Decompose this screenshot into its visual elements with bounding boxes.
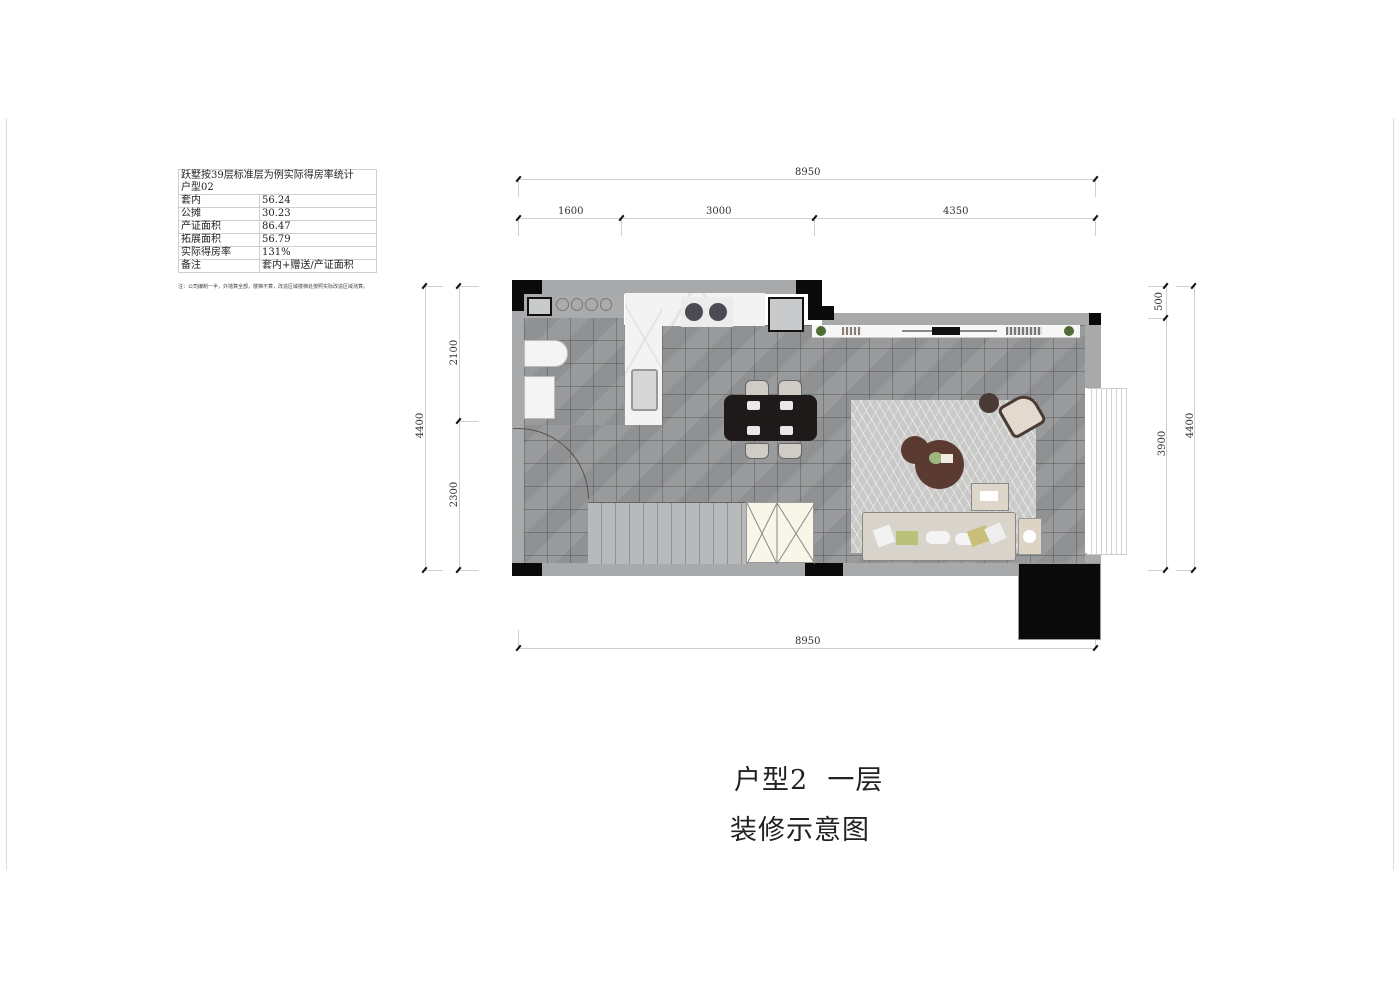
toilet-icon bbox=[524, 340, 568, 367]
wall-right-lower bbox=[1085, 553, 1101, 565]
cooktop-icon bbox=[681, 297, 733, 327]
coffee-table-large bbox=[915, 440, 964, 489]
dining-chair bbox=[745, 443, 769, 459]
wall-right bbox=[1085, 313, 1101, 388]
staircase bbox=[588, 502, 746, 564]
plant-icon bbox=[816, 326, 826, 336]
page-border-right bbox=[1393, 118, 1394, 870]
books-icon bbox=[1006, 327, 1042, 335]
wall-top-right bbox=[822, 313, 1101, 325]
cushion-icon bbox=[896, 531, 918, 545]
wall-top-left bbox=[512, 280, 822, 294]
shower-niche-icon bbox=[527, 297, 552, 316]
column-top-left-2 bbox=[512, 280, 524, 311]
vanity-fixtures bbox=[556, 297, 612, 312]
balcony-railing bbox=[1087, 388, 1127, 555]
dim-bottom-total-label: 8950 bbox=[795, 636, 821, 647]
place-setting-icon bbox=[780, 426, 793, 435]
plant-icon bbox=[1064, 326, 1074, 336]
column-top-mid-3 bbox=[808, 306, 834, 320]
plant-centerpiece-icon bbox=[929, 452, 943, 464]
washbasin-icon bbox=[524, 376, 555, 419]
dim-top-seg-3: 4350 bbox=[943, 206, 969, 217]
side-table bbox=[979, 393, 999, 413]
place-setting-icon bbox=[780, 401, 793, 410]
place-setting-icon bbox=[747, 426, 760, 435]
row-value: 套内+赠送/产证面积 bbox=[259, 259, 377, 273]
book-icon bbox=[941, 454, 953, 463]
column-bottom-right bbox=[1018, 563, 1101, 640]
stats-title: 跃墅按39层标准层为例实际得房率统计 bbox=[178, 169, 377, 182]
sink-icon bbox=[631, 369, 658, 411]
caption-unit-floor: 户型2 一层 bbox=[734, 765, 884, 796]
column-top-right bbox=[1089, 313, 1101, 325]
cushion-icon bbox=[984, 522, 1007, 545]
storage-under-stairs bbox=[746, 502, 815, 564]
floor-lamp-table bbox=[1018, 518, 1042, 555]
cushion-icon bbox=[926, 531, 950, 544]
dining-table bbox=[724, 395, 817, 441]
column-bottom-mid bbox=[805, 563, 843, 576]
stats-footnote: 注：公司编制一半，外墙算全部，楼梯不算，改造区域楼梯处按照实际改造区域测算。 bbox=[178, 284, 369, 290]
page-border-left bbox=[6, 118, 7, 870]
sofa bbox=[862, 512, 1016, 561]
tv-cabinet bbox=[812, 325, 1080, 338]
row-label: 备注 bbox=[178, 259, 260, 273]
books-icon bbox=[842, 327, 862, 335]
dim-top-total-label: 8950 bbox=[795, 167, 821, 178]
place-setting-icon bbox=[747, 401, 760, 410]
fridge-niche-icon bbox=[768, 297, 804, 332]
cushion-icon bbox=[872, 524, 896, 548]
column-bottom-left bbox=[512, 563, 542, 576]
dim-top-seg-2: 3000 bbox=[706, 206, 732, 217]
caption-description: 装修示意图 bbox=[730, 815, 870, 846]
tv-stand-icon bbox=[932, 327, 960, 335]
wall-bottom bbox=[512, 563, 1018, 576]
ottoman bbox=[971, 483, 1009, 511]
dining-chair bbox=[778, 443, 802, 459]
dim-top-seg-1: 1600 bbox=[558, 206, 584, 217]
table-row: 备注套内+赠送/产证面积 bbox=[178, 259, 377, 273]
